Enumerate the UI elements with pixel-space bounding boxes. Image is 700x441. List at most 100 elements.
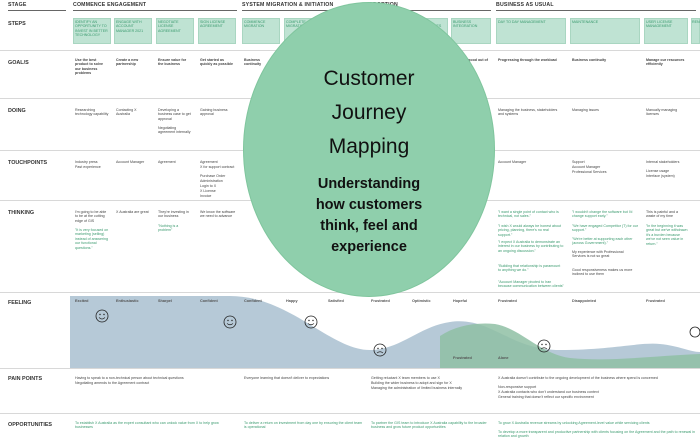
pain-administration: Managing the administration of limited b… [371, 386, 463, 390]
tp-administration: Administration [200, 179, 223, 183]
stage-label: STAGE [8, 2, 27, 8]
tp-support-contract: X for support contract [200, 165, 235, 169]
think-responsiveness: Good responsiveness makes us more inclin… [572, 268, 633, 277]
feeling-curve-chart [70, 296, 700, 368]
tp-agreement: Agreement [158, 160, 176, 164]
pain-non-technical: Having to speak to a non-technical perso… [75, 376, 184, 380]
goal-continuity-migration: Business continuity [244, 58, 262, 67]
title-bubble: Customer Journey Mapping Understanding h… [244, 3, 494, 296]
tp-login: Login to X [200, 184, 217, 188]
goal-get-started: Get started as quickly as possible [200, 58, 233, 67]
feel-alone: Alone [498, 356, 509, 360]
tp-past-experience: Past experience [75, 165, 101, 169]
face-satisfied-icon [304, 315, 318, 329]
think-change-support: "I wouldn't change the software but I'd … [572, 210, 633, 219]
row-label-touchpoints: TOUCHPOINTS [8, 160, 48, 166]
row-label-opportunities: OPPORTUNITIES [8, 422, 53, 428]
opp-transparent: To develop a more transparent and produc… [498, 430, 695, 439]
face-confident-icon [223, 315, 237, 329]
feel-sharpel: Sharpel [158, 299, 172, 303]
feel-excited: Excited [75, 299, 89, 303]
feel-confident-2: Confident [244, 299, 262, 303]
tp-account-manager-2: Account Manager [572, 165, 601, 169]
tp-internal-stakeholders: Internal stakeholders [646, 160, 680, 164]
pain-negotiating: Negotiating amends to the Agreement cont… [75, 381, 150, 385]
row-label-steps: STEPS [8, 21, 26, 27]
face-excited-icon [95, 309, 109, 323]
tp-purchase-order: Purchase Order [200, 174, 226, 178]
goal-continuity-bau: Business continuity [572, 58, 607, 62]
bubble-title-line-3: Mapping [328, 135, 410, 158]
doing-contacting: Contacting X Australia [116, 108, 137, 117]
doing-managing-licenses: Manually managing licenses [646, 108, 678, 117]
doing-researching: Researching technology capability [75, 108, 109, 117]
think-honest-pricing: "I wish X would always be honest about p… [498, 224, 562, 237]
bubble-subtitle-line-2: how customers [315, 197, 423, 213]
step-identify: IDENTIFY AN OPPORTUNITY TO INVEST IN BET… [75, 20, 108, 38]
goal-resources: Manage our resources efficiently [646, 58, 685, 67]
step-day-to-day: DAY TO DAY MANAGEMENT [498, 20, 546, 24]
pain-wider-adopt: Building the wider business to adopt and… [371, 381, 452, 385]
stage-commence-engagement: COMMENCE ENGAGEMENT [73, 2, 147, 8]
think-marketing: "It is very focused on marketing (sellin… [75, 228, 109, 250]
tp-account-manager: Account Manager [116, 160, 145, 164]
pain-reluctant: Getting reluctant X team members to use … [371, 376, 440, 380]
pain-training: General training that doesn't reflect ou… [498, 395, 594, 399]
face-frustrated-icon [373, 343, 387, 357]
step-business-integration: BUSINESS INTEGRATION [453, 20, 478, 29]
feel-satisfied: Satisfied [328, 299, 344, 303]
row-label-feeling: FEELING [8, 300, 32, 306]
think-account-manager-iran: "Account Manager pivoted to Iran because… [498, 280, 564, 289]
feeling-curve-green [440, 323, 700, 368]
think-prof-services: My experience with Professional Services… [572, 250, 624, 259]
face-disappointed-icon [537, 339, 551, 353]
opp-revenue: To grow X Australia revenue streams by u… [498, 421, 650, 425]
step-engage: ENGAGE WITH ACCOUNT MANAGER 2021 [116, 20, 144, 33]
step-renewal: RENEWAL [692, 20, 700, 24]
think-great: X Australia are great [116, 210, 149, 214]
doing-approval: Gaining business approval [200, 108, 228, 117]
think-cutting-edge: I'm going to be able to be at the cuttin… [75, 210, 107, 223]
step-negotiate: NEGOTIATE LICENSE AGREEMENT [158, 20, 181, 33]
doing-negotiating: Negotiating agreement internally [158, 126, 191, 135]
bubble-subtitle-line-3: think, feel and [320, 218, 418, 234]
think-relationship: "Building that relationship is paramount… [498, 264, 561, 273]
step-complete-migration: COMPLETE MIGRATION [286, 20, 307, 29]
think-interest: "I expect X Australia to demonstrate an … [498, 240, 564, 253]
row-label-thinking: THINKING [8, 210, 35, 216]
tp-support: Support [572, 160, 585, 164]
feel-disappointed: Disappointed [572, 299, 597, 303]
stage-business-as-usual: BUSINESS AS USUAL [496, 2, 554, 8]
stage-system-migration: SYSTEM MIGRATION & INITIATION [242, 2, 334, 8]
bubble-title-line-2: Journey [331, 101, 407, 124]
think-burden: "In the beginning it was great but we've… [646, 224, 688, 246]
bubble-subtitle-line-1: Understanding [317, 176, 421, 192]
pain-expectations: Everyone learning that doesn't deliver t… [244, 376, 330, 380]
row-label-doing: DOING [8, 108, 26, 114]
doing-business-case: Developing a business case to get approv… [158, 108, 191, 121]
doing-managing-issues: Managing issues [572, 108, 599, 112]
tp-invoice: Invoice [200, 194, 212, 198]
feel-enthusiastic: Enthusiastic [116, 299, 139, 303]
opp-roi: To deliver a return on investment from d… [244, 421, 363, 430]
feeling-curve-blue [70, 296, 700, 368]
step-user-license: USER LICENSE MANAGEMENT [646, 20, 673, 29]
goal-partnership: Create a new partnership [116, 58, 139, 67]
row-label-pain-points: PAIN POINTS [8, 376, 43, 382]
feel-frustrated-4: Frustrated [453, 356, 472, 360]
opp-expert-consultant: To establish X Australia as the expert c… [75, 421, 219, 430]
pain-no-contribution: X Australia doesn't contribute to the on… [498, 376, 658, 380]
goal-value: Ensure value for the business [158, 58, 187, 67]
tp-industry-press: Industry press [75, 160, 98, 164]
feel-optimistic: Optimistic [412, 299, 431, 303]
row-label-goals: GOAL/S [8, 60, 29, 66]
goal-progressing: Progressing through the workload [498, 58, 557, 62]
bubble-title-line-1: Customer [323, 67, 415, 90]
step-sign: SIGN LICENSE AGREEMENT [200, 20, 226, 29]
feel-frustrated: Frustrated [371, 299, 390, 303]
tp-account-manager-bau: Account Manager [498, 160, 527, 164]
feel-confident: Confident [200, 299, 218, 303]
opp-partner-gis: To partner the GIS team to introduce X A… [371, 421, 487, 430]
feel-frustrated-2: Frustrated [498, 299, 517, 303]
goal-best-product: Use the best product to solve our busine… [75, 58, 103, 76]
